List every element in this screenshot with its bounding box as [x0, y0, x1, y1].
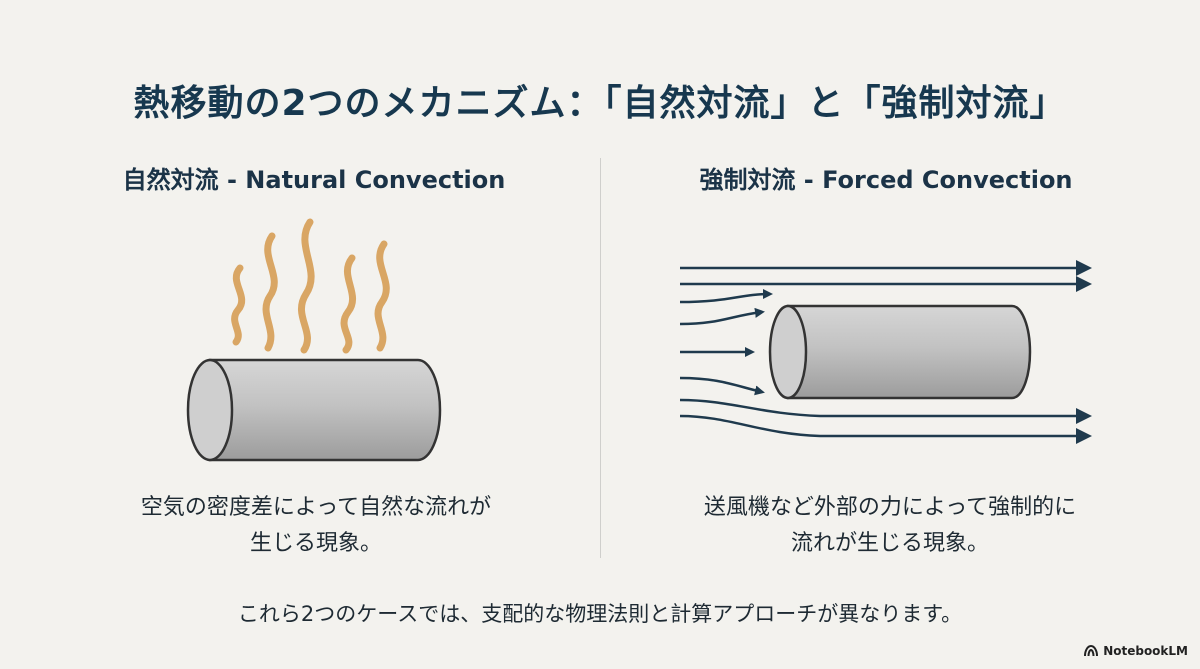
- heat-wave: [262, 232, 278, 352]
- column-divider: [600, 158, 601, 558]
- streamline: [679, 398, 1092, 424]
- cylinder-icon: [186, 358, 442, 462]
- streamline: [679, 376, 765, 396]
- heat-wave: [231, 264, 246, 346]
- natural-desc-line2: 生じる現象。: [249, 531, 382, 556]
- forced-convection-description: 送風機など外部の力によって強制的に 流れが生じる現象。: [590, 490, 1190, 562]
- forced-convection-illustration: [679, 260, 1092, 444]
- slide-title: 熱移動の2つのメカニズム：「自然対流」と「強制対流」: [133, 83, 1067, 124]
- streamline: [679, 289, 773, 304]
- forced-desc-line1: 送風機など外部の力によって強制的に: [703, 495, 1077, 520]
- brand-label: NotebookLM: [1103, 644, 1188, 658]
- heat-waves-icon: [231, 218, 390, 354]
- notebooklm-brand: NotebookLM: [1084, 644, 1188, 658]
- airflow-arrows-icon: [679, 260, 1092, 444]
- natural-desc-line1: 空気の密度差によって自然な流れが: [140, 495, 492, 520]
- heat-wave: [340, 254, 357, 354]
- summary-text: これら2つのケースでは、支配的な物理法則と計算アプローチが異なります。: [237, 602, 963, 626]
- streamline: [679, 414, 1092, 444]
- notebooklm-logo-icon: [1084, 645, 1099, 657]
- heat-wave: [374, 240, 390, 352]
- natural-convection-heading: 自然対流 - Natural Convection: [122, 166, 506, 194]
- natural-convection-illustration: [186, 218, 442, 462]
- natural-convection-description: 空気の密度差によって自然な流れが 生じる現象。: [16, 490, 616, 562]
- forced-desc-line2: 流れが生じる現象。: [790, 531, 989, 556]
- streamline: [679, 307, 765, 326]
- cylinder-icon: [768, 304, 1032, 400]
- heat-wave: [297, 218, 315, 354]
- forced-convection-heading: 強制対流 - Forced Convection: [699, 166, 1073, 194]
